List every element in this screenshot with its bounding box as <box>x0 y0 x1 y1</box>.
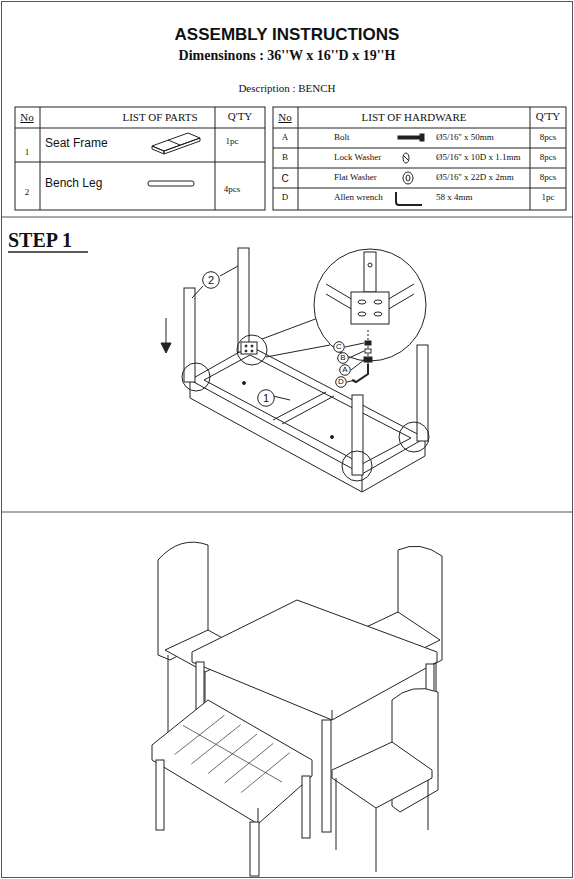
callout-circle: 1 <box>257 389 275 407</box>
hardware-name: Allen wrench <box>334 193 383 203</box>
row-letter: C <box>281 173 288 184</box>
hardware-size: 58 x 4mm <box>436 193 473 203</box>
description: Description : BENCH <box>238 82 335 94</box>
callout-circle: 2 <box>202 271 220 289</box>
column-header: Q'TY <box>228 110 253 122</box>
callout-label: C <box>336 343 342 351</box>
hardware-size: Ø5/16'' x 22D x 2mm <box>436 173 514 183</box>
hardware-name: Flat Washer <box>334 173 377 183</box>
column-header: LIST OF HARDWARE <box>362 111 467 123</box>
hardware-size: Ø5/16'' x 10D x 1.1mm <box>436 153 521 163</box>
row-number: 2 <box>25 188 30 198</box>
callout-circle: A <box>339 364 351 376</box>
quantity: 8pcs <box>540 173 557 183</box>
row-letter: A <box>282 133 289 143</box>
quantity: 1pc <box>542 193 555 203</box>
quantity: 8pcs <box>540 153 557 163</box>
callout-label: 2 <box>208 275 214 286</box>
part-name: Seat Frame <box>45 137 108 150</box>
callout-label: A <box>342 366 347 374</box>
tuft-line <box>183 726 282 783</box>
callout-circle: C <box>333 341 345 353</box>
step-heading: STEP 1 <box>8 229 72 251</box>
hardware-size: Ø5/16'' x 50mm <box>436 133 494 143</box>
hardware-name: Bolt <box>334 133 350 143</box>
callout-circle: B <box>337 352 349 364</box>
quantity: 1pc <box>226 137 239 147</box>
callout-label: B <box>340 354 345 362</box>
quantity: 4pcs <box>224 185 241 195</box>
hardware-name: Lock Washer <box>334 153 381 163</box>
callout-label: D <box>338 378 344 386</box>
column-header: No <box>20 111 33 123</box>
quantity: 8pcs <box>540 133 557 143</box>
dimensions: Dimensinons : 36''W x 16''D x 19''H <box>179 48 396 63</box>
row-letter: B <box>282 153 288 163</box>
column-header: LIST OF PARTS <box>122 111 197 123</box>
row-letter: D <box>282 193 289 203</box>
callout-circle: D <box>335 376 347 388</box>
part-name: Bench Leg <box>45 177 102 190</box>
column-header: No <box>278 111 291 123</box>
callout-label: 1 <box>263 393 269 404</box>
title: ASSEMBLY INSTRUCTIONS <box>175 26 400 45</box>
row-number: 1 <box>25 148 30 158</box>
column-header: Q'TY <box>536 110 561 122</box>
